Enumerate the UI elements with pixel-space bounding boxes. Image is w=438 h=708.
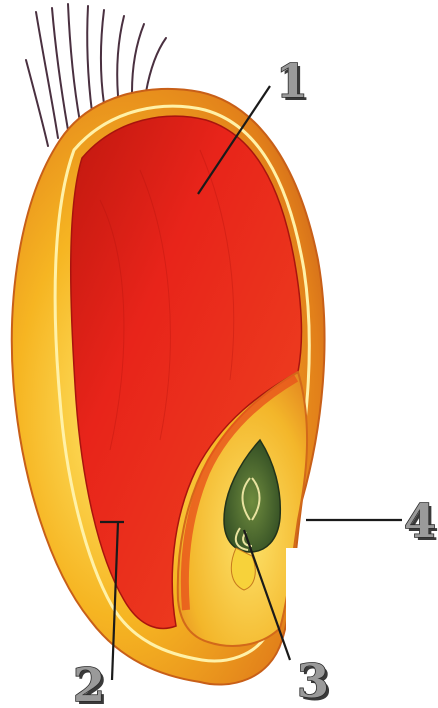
label-1: 1 1 bbox=[276, 54, 311, 111]
label-2: 2 2 bbox=[73, 658, 108, 708]
label-3: 3 3 bbox=[297, 654, 332, 708]
label-1-text: 1 bbox=[276, 54, 308, 108]
label-3-text: 3 bbox=[297, 654, 329, 708]
label-2-text: 2 bbox=[73, 658, 105, 708]
label-4-text: 4 bbox=[404, 494, 436, 548]
label-4: 4 4 bbox=[404, 494, 438, 551]
